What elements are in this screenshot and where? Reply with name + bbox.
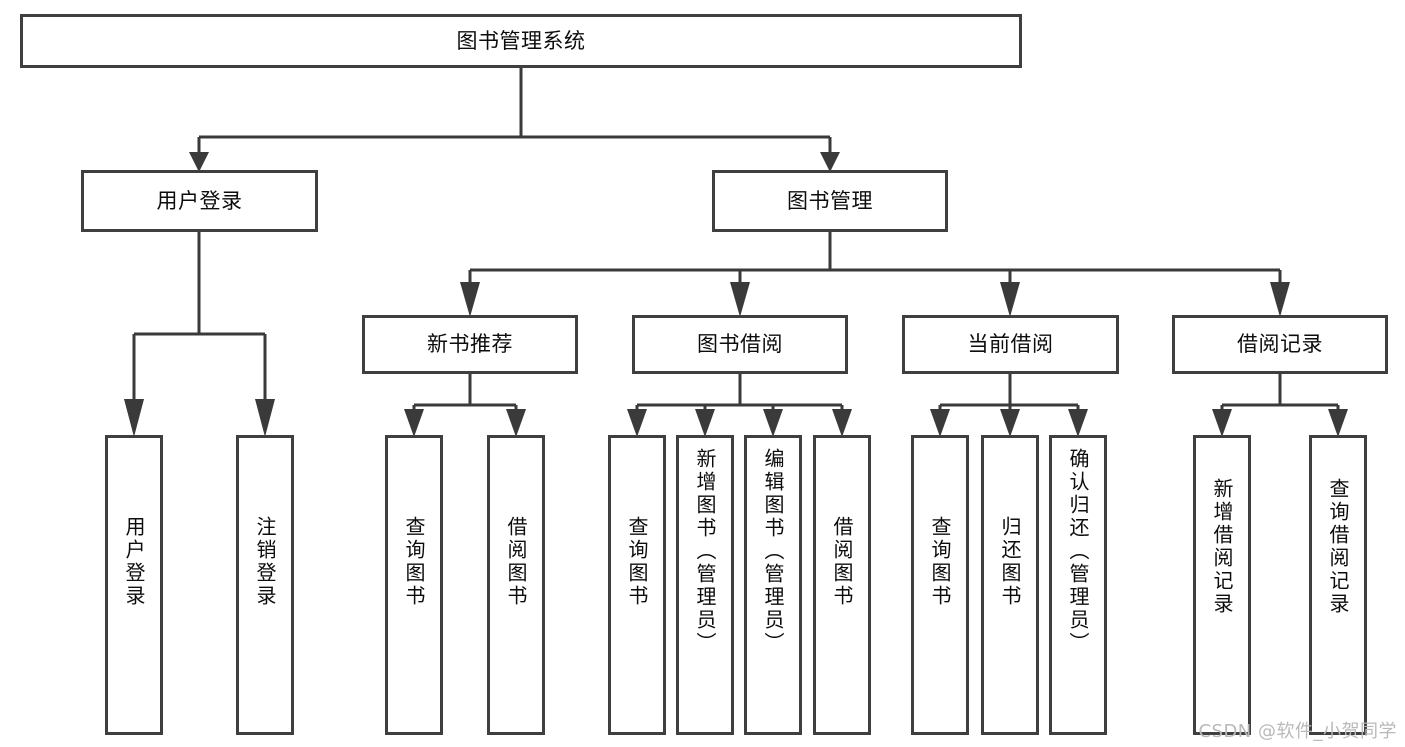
node-book-manage-label: 图书管理: [787, 188, 873, 213]
node-current-borrow[interactable]: 当前借阅: [902, 315, 1119, 374]
node-user-login-label: 用户登录: [156, 188, 243, 213]
node-leaf-query-book-3-label: 查询图书: [928, 516, 952, 608]
node-leaf-query-record[interactable]: 查询借阅记录: [1309, 435, 1367, 735]
node-leaf-return-book-label: 归还图书: [998, 516, 1022, 608]
node-leaf-user-logout-label: 注销登录: [253, 516, 277, 608]
node-leaf-query-book-1-label: 查询图书: [402, 516, 426, 608]
node-book-borrow-label: 图书借阅: [697, 332, 783, 357]
node-leaf-user-login-label: 用户登录: [122, 516, 146, 608]
node-leaf-confirm-return-label: 确认归还（管理员）: [1066, 448, 1090, 655]
node-leaf-return-book[interactable]: 归还图书: [981, 435, 1039, 735]
node-leaf-edit-book-label: 编辑图书（管理员）: [761, 448, 785, 655]
node-leaf-user-logout[interactable]: 注销登录: [236, 435, 294, 735]
node-leaf-borrow-book-2[interactable]: 借阅图书: [813, 435, 871, 735]
node-leaf-query-book-1[interactable]: 查询图书: [385, 435, 443, 735]
node-borrow-record[interactable]: 借阅记录: [1172, 315, 1388, 374]
node-new-book-recommend-label: 新书推荐: [427, 332, 513, 357]
node-leaf-query-record-label: 查询借阅记录: [1326, 478, 1350, 616]
node-book-borrow[interactable]: 图书借阅: [632, 315, 848, 374]
node-leaf-query-book-3[interactable]: 查询图书: [911, 435, 969, 735]
node-root[interactable]: 图书管理系统: [20, 14, 1022, 68]
node-leaf-add-record[interactable]: 新增借阅记录: [1193, 435, 1251, 735]
node-borrow-record-label: 借阅记录: [1237, 332, 1323, 357]
node-leaf-query-book-2-label: 查询图书: [625, 516, 649, 608]
node-user-login[interactable]: 用户登录: [81, 170, 318, 232]
node-leaf-add-book-label: 新增图书（管理员）: [693, 448, 717, 655]
node-leaf-add-record-label: 新增借阅记录: [1210, 478, 1234, 616]
node-leaf-borrow-book-1[interactable]: 借阅图书: [487, 435, 545, 735]
node-leaf-query-book-2[interactable]: 查询图书: [608, 435, 666, 735]
node-leaf-borrow-book-1-label: 借阅图书: [504, 516, 528, 608]
node-new-book-recommend[interactable]: 新书推荐: [362, 315, 578, 374]
node-root-label: 图书管理系统: [456, 28, 586, 53]
node-leaf-edit-book[interactable]: 编辑图书（管理员）: [744, 435, 802, 735]
node-leaf-user-login[interactable]: 用户登录: [105, 435, 163, 735]
node-leaf-confirm-return[interactable]: 确认归还（管理员）: [1049, 435, 1107, 735]
node-current-borrow-label: 当前借阅: [967, 332, 1054, 357]
node-leaf-add-book[interactable]: 新增图书（管理员）: [676, 435, 734, 735]
node-leaf-borrow-book-2-label: 借阅图书: [830, 516, 854, 608]
node-book-manage[interactable]: 图书管理: [712, 170, 948, 232]
